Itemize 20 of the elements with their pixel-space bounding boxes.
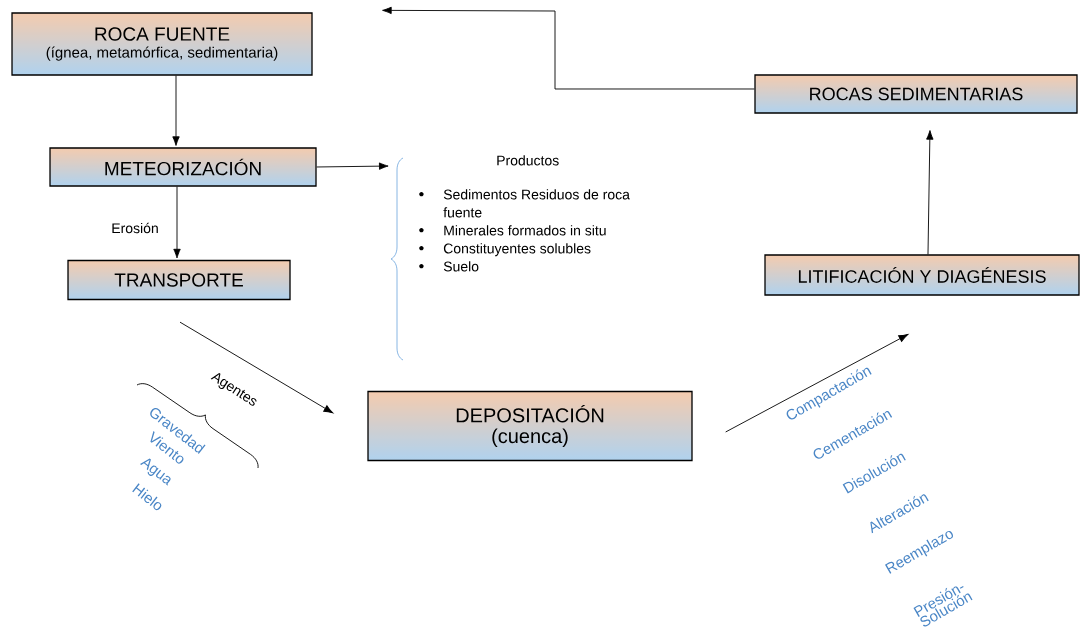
process-box: METEORIZACIÓN: [49, 147, 317, 187]
process-box: TRANSPORTE: [67, 259, 291, 301]
node-label: Productos: [497, 155, 559, 166]
arrow: [316, 162, 389, 170]
bulleted-list: Productos Sedimentos Residuos de roca fuente Minerales formados in situ Constituyentes solubles Suelo: [419, 155, 630, 272]
arrow: [382, 6, 755, 90]
arrow: [179, 321, 334, 414]
node-label: Minerales formados in situ: [444, 225, 606, 236]
process-box: LITIFICACIÓN Y DIAGÉNESIS: [764, 254, 1080, 296]
arrow: [172, 75, 180, 146]
node-label: Sedimentos Residuos de roca fuente: [443, 189, 630, 218]
node-label: Suelo: [443, 261, 479, 272]
edge-label: Erosión: [112, 222, 158, 234]
arrow: [725, 334, 909, 433]
process-box: DEPOSITACIÓN (cuenca): [367, 390, 693, 462]
process-box: ROCA FUENTE (ígnea, metamórfica, sedimentaria): [11, 12, 313, 76]
process-box: ROCAS SEDIMENTARIAS: [754, 74, 1078, 114]
node-label: Constituyentes solubles: [443, 243, 591, 257]
arrow: [926, 130, 934, 255]
arrow: [173, 186, 181, 259]
